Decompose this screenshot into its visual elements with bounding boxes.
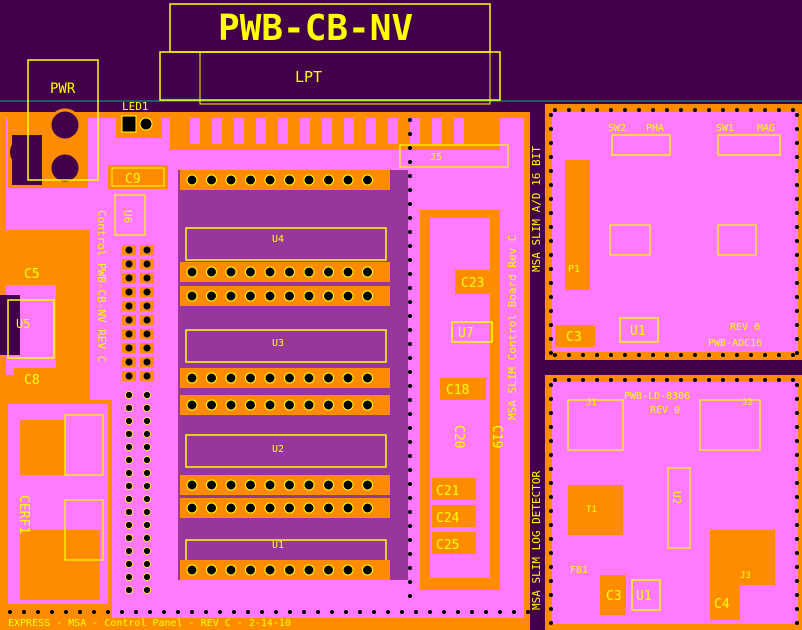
pwr-label: PWR (50, 81, 76, 97)
cerf1-label: CERF1 (16, 495, 31, 534)
ld-name: PWB-LD-8306 (624, 391, 690, 402)
cb-board-text: Control PWB-CB-NV REV C (95, 210, 108, 362)
adc-rev: REV 0 (730, 322, 760, 333)
svg-text:U1: U1 (272, 540, 284, 551)
adc-sw2: SW2 (608, 123, 626, 134)
log-detector-board: J1 J2 J3 T1 U2 PWB-LD-8306 REV 0 C3 U1 C… (530, 375, 802, 630)
ic-u3: U3 (185, 329, 387, 363)
c5-label: C5 (24, 267, 40, 282)
cb-side-text: MSA SLIM Control Board Rev C (506, 235, 519, 420)
ld-c4: C4 (714, 597, 730, 612)
c9-label: C9 (125, 172, 141, 187)
ld-side-text: MSA SLIM LOG DETECTOR (530, 471, 543, 610)
ic-u4: U4 (185, 227, 387, 261)
c18-label: C18 (446, 383, 469, 398)
adc-pha: PHA (646, 123, 664, 134)
ic-pad-rows (180, 170, 390, 580)
u5-label: U5 (16, 317, 30, 331)
adc-sw1: SW1 (716, 123, 734, 134)
main-title: PWB-CB-NV (218, 8, 413, 49)
ld-j2: J2 (742, 398, 753, 408)
ld-c3: C3 (606, 589, 622, 604)
adc-side-text: MSA SLIM A/D 16 BIT (530, 146, 543, 272)
led1-label: LED1 (122, 100, 149, 113)
bottom-text: EXPRESS - MSA - Control Panel - REV C - … (8, 618, 291, 629)
c25-label: C25 (436, 538, 459, 553)
svg-text:U2: U2 (272, 444, 284, 455)
adc-mag: MAG (757, 123, 775, 134)
c21-label: C21 (436, 484, 459, 499)
adc-board: SW2 PHA SW1 MAG C3 U1 REV 0 PWB-ADC16 P1… (530, 104, 802, 360)
ld-u1: U1 (636, 589, 652, 604)
adc-c3: C3 (566, 330, 582, 345)
adc-name: PWB-ADC16 (708, 338, 762, 349)
lpt-label: LPT (295, 68, 322, 86)
resistor-networks (122, 245, 154, 594)
ld-j1: J1 (586, 398, 597, 408)
c19-label: C19 (489, 425, 504, 448)
ic-u2: U2 (185, 434, 387, 468)
control-board: PWR PWB-CB-NV LPT LED1 U4 U3 U2 U1 (0, 3, 530, 630)
j5-label: J5 (430, 152, 442, 163)
c8-label: C8 (24, 373, 40, 388)
ld-fb1: FB1 (570, 565, 588, 576)
u6-label: U6 (121, 210, 134, 223)
svg-text:U3: U3 (272, 338, 284, 349)
ld-j3: J3 (740, 571, 751, 581)
c24-label: C24 (436, 511, 460, 526)
ld-t1: T1 (586, 505, 597, 515)
ld-u2: U2 (670, 491, 683, 504)
adc-u1: U1 (630, 324, 646, 339)
adc-p1: P1 (568, 264, 580, 275)
ld-rev: REV 0 (650, 405, 680, 416)
c20-label: C20 (451, 425, 466, 448)
c23-label: C23 (461, 276, 484, 291)
u7-label: U7 (458, 326, 474, 341)
svg-text:U4: U4 (272, 234, 284, 245)
board-drill-holes (8, 108, 799, 625)
